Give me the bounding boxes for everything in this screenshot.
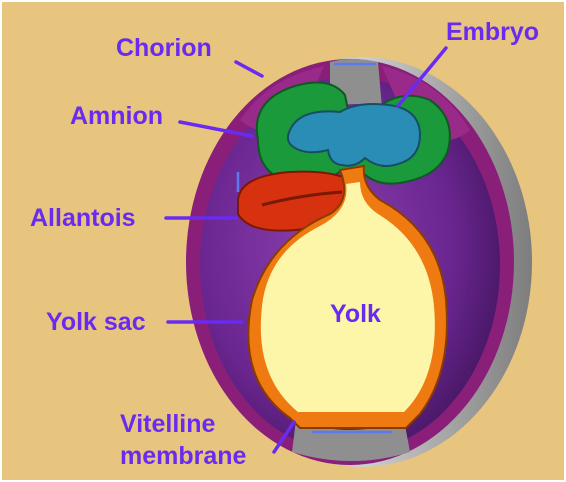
label-chorion: Chorion (116, 34, 212, 62)
label-amnion: Amnion (70, 102, 163, 130)
label-membrane: membrane (120, 442, 247, 470)
label-yolk-sac: Yolk sac (46, 308, 146, 336)
label-vitelline: Vitelline (120, 410, 216, 438)
label-embryo: Embryo (446, 18, 539, 46)
label-yolk: Yolk (330, 300, 381, 328)
label-allantois: Allantois (30, 204, 136, 232)
